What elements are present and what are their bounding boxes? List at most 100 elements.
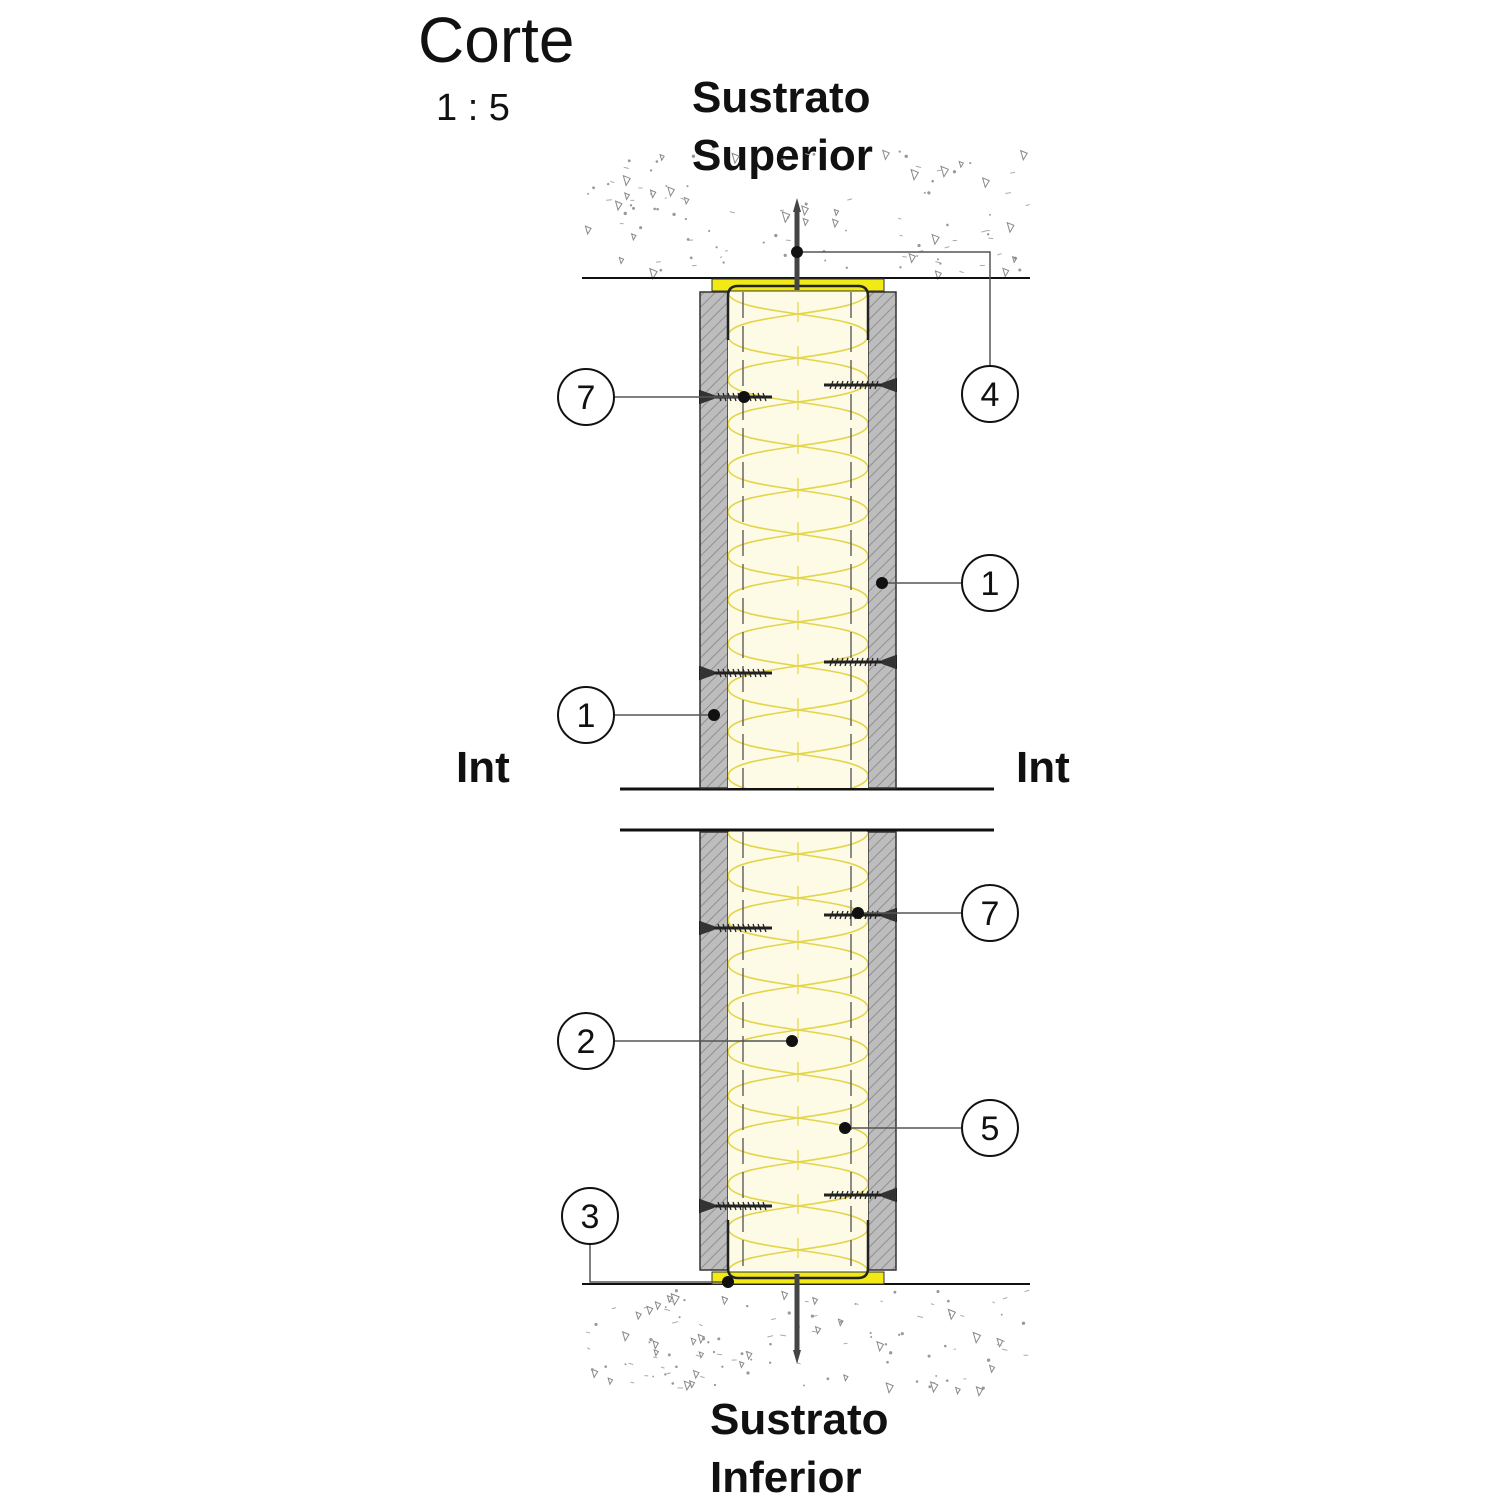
aggregate-dot bbox=[639, 226, 643, 230]
aggregate-dash bbox=[664, 1308, 671, 1312]
aggregate-dash bbox=[680, 197, 685, 200]
aggregate-mark bbox=[621, 1331, 630, 1342]
aggregate-dot bbox=[652, 1375, 655, 1378]
aggregate-dot bbox=[774, 233, 778, 238]
aggregate-dot bbox=[893, 1290, 897, 1294]
aggregate-dash bbox=[811, 1330, 818, 1333]
aggregate-dash bbox=[988, 237, 994, 240]
aggregate-dash bbox=[880, 1300, 883, 1303]
aggregate-dot bbox=[750, 1358, 753, 1361]
aggregate-mark bbox=[814, 1325, 822, 1335]
aggregate-mark bbox=[622, 174, 631, 187]
aggregate-mark bbox=[954, 1386, 961, 1396]
aggregate-mark bbox=[910, 168, 920, 181]
leader-4 bbox=[797, 251, 991, 366]
aggregate-mark bbox=[929, 1381, 939, 1394]
dot-7-right bbox=[852, 907, 864, 919]
screw-icon bbox=[699, 921, 772, 935]
aggregate-dash bbox=[992, 1301, 995, 1304]
aggregate-dash bbox=[959, 270, 964, 274]
aggregate-dot bbox=[854, 1303, 857, 1305]
aggregate-mark bbox=[1006, 221, 1015, 234]
aggregate-dot bbox=[667, 1353, 671, 1357]
aggregate-dot bbox=[664, 1373, 667, 1376]
aggregate-mark bbox=[1002, 267, 1010, 278]
aggregate-dash bbox=[997, 253, 1002, 256]
insulation-wave bbox=[728, 292, 868, 788]
callout-2-left-number: 2 bbox=[577, 1023, 596, 1061]
aggregate-mark bbox=[885, 1382, 894, 1395]
aggregate-dash bbox=[623, 166, 629, 170]
aggregate-dash bbox=[695, 1354, 700, 1357]
insulation-waves-upper bbox=[728, 292, 868, 788]
aggregate-dot bbox=[683, 1298, 686, 1302]
callout-4-top-right-number: 4 bbox=[981, 376, 1000, 414]
aggregate-dot bbox=[988, 213, 991, 216]
aggregate-mark bbox=[801, 205, 810, 217]
aggregate-mark bbox=[1011, 255, 1018, 264]
callout-3-left: 3 bbox=[561, 1187, 619, 1245]
gypsum-board-right-upper bbox=[867, 291, 897, 789]
callout-5-right: 5 bbox=[961, 1099, 1019, 1157]
callout-7-top-left: 7 bbox=[557, 368, 615, 426]
aggregate-mark bbox=[649, 267, 658, 281]
aggregate-mark bbox=[630, 233, 637, 242]
aggregate-mark bbox=[876, 1340, 885, 1353]
aggregate-dot bbox=[623, 211, 627, 216]
aggregate-dash bbox=[664, 197, 667, 200]
aggregate-dot bbox=[943, 1344, 947, 1348]
aggregate-mark bbox=[802, 217, 809, 227]
aggregate-dash bbox=[805, 153, 811, 156]
aggregate-dot bbox=[746, 1371, 750, 1375]
aggregate-dot bbox=[740, 1352, 744, 1356]
anchor-bottom bbox=[793, 1274, 801, 1364]
aggregate-dot bbox=[884, 1343, 888, 1346]
aggregate-dot bbox=[898, 150, 901, 153]
side-label-left: Int bbox=[456, 743, 510, 792]
dot-7-top bbox=[738, 391, 750, 403]
aggregate-dash bbox=[666, 1372, 671, 1375]
aggregate-dot bbox=[769, 1342, 772, 1346]
aggregate-dot bbox=[707, 1341, 710, 1344]
aggregate-dash bbox=[610, 180, 615, 184]
aggregate-dot bbox=[787, 1311, 791, 1315]
aggregate-mark bbox=[646, 1305, 654, 1316]
aggregate-dot bbox=[592, 186, 595, 190]
aggregate-dash bbox=[847, 198, 853, 201]
aggregate-mark bbox=[659, 153, 665, 162]
aggregate-dash bbox=[611, 1307, 617, 1310]
aggregate-dot bbox=[689, 256, 693, 260]
aggregate-dot bbox=[888, 1351, 893, 1355]
leader-lines bbox=[589, 251, 991, 1283]
aggregate-dot bbox=[656, 207, 659, 211]
aggregate-dot bbox=[804, 202, 808, 206]
aggregate-dot bbox=[632, 206, 636, 210]
aggregate-dot bbox=[686, 237, 690, 241]
aggregate-dot bbox=[952, 170, 957, 174]
aggregate-mark bbox=[607, 1377, 614, 1386]
aggregate-dash bbox=[711, 148, 715, 151]
aggregate-dash bbox=[585, 1331, 591, 1334]
insulation-wave bbox=[728, 292, 868, 788]
aggregate-mark bbox=[652, 1340, 660, 1350]
aggregate-dot bbox=[717, 1337, 721, 1341]
aggregate-dash bbox=[930, 1303, 935, 1306]
aggregate-dot bbox=[649, 1337, 653, 1342]
callout-5-right-number: 5 bbox=[981, 1110, 1000, 1148]
aggregate-mark bbox=[908, 252, 917, 264]
aggregate-dash bbox=[935, 261, 940, 264]
gypsum-board-right-lower bbox=[867, 831, 897, 1271]
aggregate-mark bbox=[670, 1292, 680, 1307]
aggregate-dot bbox=[826, 1377, 830, 1381]
side-label-right: Int bbox=[1016, 743, 1070, 792]
aggregate-mark bbox=[988, 1364, 996, 1374]
screw-icon bbox=[824, 655, 897, 669]
aggregate-dot bbox=[936, 258, 940, 261]
aggregate-dot bbox=[649, 169, 653, 172]
aggregate-mark bbox=[584, 225, 592, 236]
aggregate-dash bbox=[1010, 171, 1016, 174]
callout-7-right-number: 7 bbox=[981, 895, 1000, 933]
aggregate-dash bbox=[771, 1318, 776, 1321]
aggregate-dot bbox=[590, 1368, 594, 1371]
aggregate-dot bbox=[900, 1332, 904, 1336]
